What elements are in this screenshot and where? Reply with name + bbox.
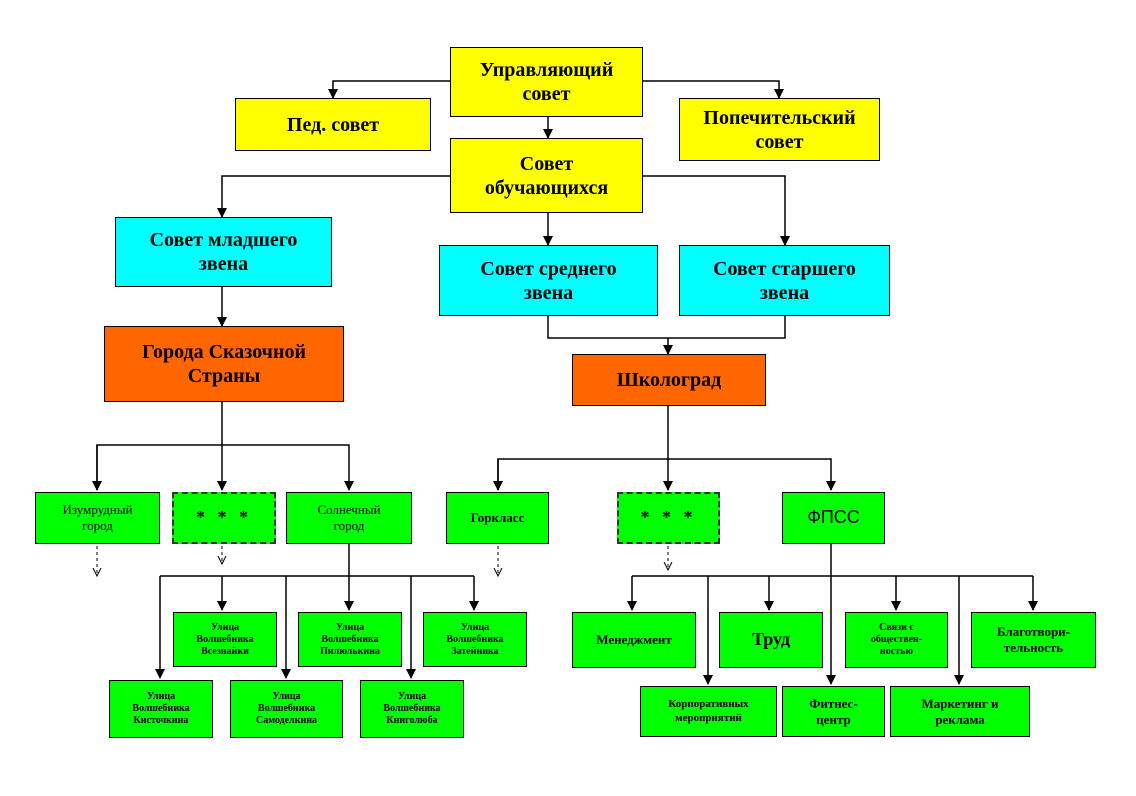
ped-council-box: Пед. совет (235, 98, 431, 151)
fitness-center-box: Фитнес- центр (782, 686, 885, 737)
junior-council-box: Совет младшего звена (115, 217, 332, 287)
student-council-box: Совет обучающихся (450, 138, 643, 213)
marketing-box: Маркетинг и реклама (890, 686, 1030, 737)
gorklass-box: Горкласс (446, 492, 549, 544)
emerald-city-box: Изумрудный город (35, 492, 160, 544)
street-vseznaika-box: Улица Волшебника Всезнайки (173, 612, 277, 667)
placeholder-unit-box: * * * (617, 492, 720, 544)
street-zateinik-box: Улица Волшебника Затейника (423, 612, 527, 667)
public-relations-box: Связи с обществен- ностью (845, 612, 948, 668)
street-pilyulkin-box: Улица Волшебника Пилюлькина (298, 612, 402, 667)
street-kistochkin-box: Улица Волшебника Кисточкина (109, 680, 213, 738)
sunny-city-box: Солнечный город (286, 492, 412, 544)
management-box: Менеджмент (572, 612, 696, 668)
middle-council-box: Совет среднего звена (439, 245, 658, 316)
fpss-box: ФПСС (782, 492, 885, 544)
shkolograd-box: Школоград (572, 354, 766, 406)
labor-box: Труд (719, 612, 823, 668)
street-samodelkin-box: Улица Волшебника Самоделкина (230, 680, 343, 738)
charity-box: Благотвори- тельность (971, 612, 1096, 668)
managing-council-box: Управляющий совет (450, 47, 643, 117)
street-knigolyub-box: Улица Волшебника Книголюба (360, 680, 464, 738)
placeholder-city-box: * * * (172, 492, 276, 544)
trustee-council-box: Попечительский совет (679, 98, 880, 161)
corporate-events-box: Корпоративных мероприятий (640, 686, 777, 737)
senior-council-box: Совет старшего звена (679, 245, 890, 316)
fairy-cities-box: Города Сказочной Страны (104, 326, 344, 402)
